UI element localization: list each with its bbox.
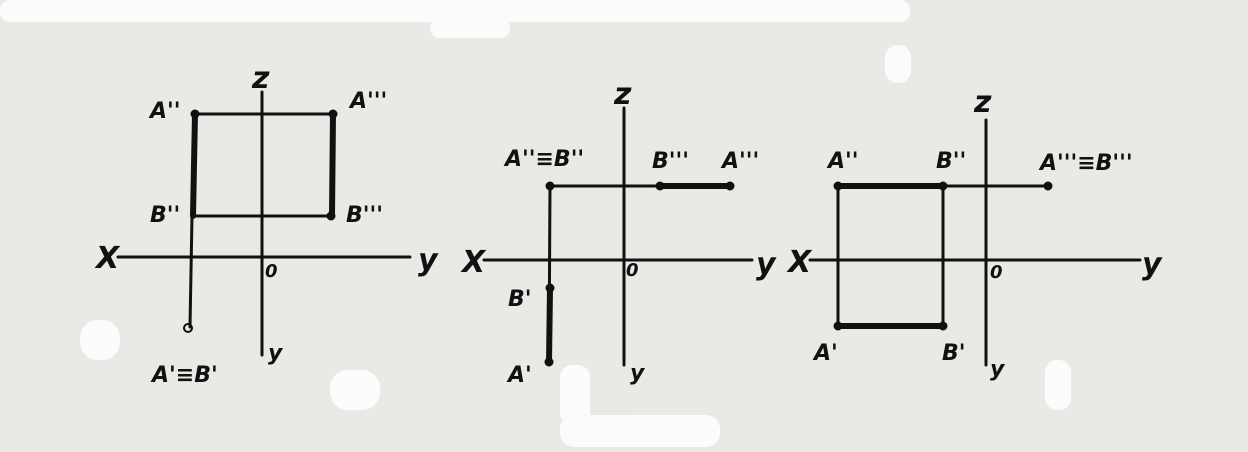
label-b3: B''' [346,203,383,228]
label-a3b3: A'''≡B''' [1038,151,1133,176]
label-y-axis-right: y [1142,247,1163,282]
segment-a2-b2 [190,111,198,219]
label-b3: B''' [652,149,689,174]
point-b2 [938,181,948,191]
point-b1 [545,283,555,293]
label-a3: A''' [348,89,387,114]
label-b2: B'' [936,149,966,174]
segment-a3-b3 [329,111,336,219]
segment-b1-a1 [546,285,553,365]
point-a3 [328,109,338,119]
label-origin: 0 [990,262,1003,283]
diagram-2 [482,106,754,367]
point-a3 [725,181,735,191]
label-y-axis-down: y [990,357,1006,382]
point-a2 [190,109,200,119]
point-a1b1 [183,323,193,333]
label-y-axis-down: y [630,361,646,386]
diagram-3-labels: X y z y 0 A'' B'' A'''≡B''' A' B' [786,85,1163,382]
point-b3 [655,181,665,191]
point-b1 [938,321,948,331]
label-a2b2: A''≡B'' [503,147,584,172]
label-x-axis: X [460,245,487,280]
point-a3b3 [1043,181,1053,191]
label-a2: A'' [148,99,181,124]
label-z-axis: z [251,61,270,96]
diagram-2-labels: X y z y 0 A''≡B'' B''' A''' B' A' [460,77,777,388]
diagram-3 [808,118,1142,367]
label-z-axis: z [973,85,992,120]
point-a1 [833,321,843,331]
label-y-axis-right: y [756,247,777,282]
point-b3 [326,211,336,221]
label-z-axis: z [613,77,632,112]
connector-b2-a1 [188,214,194,329]
label-a1: A' [506,363,532,388]
label-a2: A'' [826,149,859,174]
label-a3: A''' [720,149,759,174]
point-a1 [544,357,554,367]
diagram-1 [116,90,412,357]
paper-smudges [0,0,1071,447]
diagram-1-labels: X y z y 0 A'' B'' A''' B''' A'≡B' [94,61,439,388]
label-origin: 0 [265,261,278,282]
point-a2b2 [545,181,555,191]
label-y-axis-right: y [418,243,439,278]
label-y-axis-down: y [268,341,284,366]
label-origin: 0 [626,260,639,281]
label-a1: A' [812,341,838,366]
label-b1: B' [942,341,966,366]
label-x-axis: X [786,245,813,280]
label-a1b1: A'≡B' [150,363,218,388]
label-x-axis: X [94,241,121,276]
label-b2: B'' [150,203,180,228]
point-a2 [833,181,843,191]
label-b1: B' [508,287,532,312]
